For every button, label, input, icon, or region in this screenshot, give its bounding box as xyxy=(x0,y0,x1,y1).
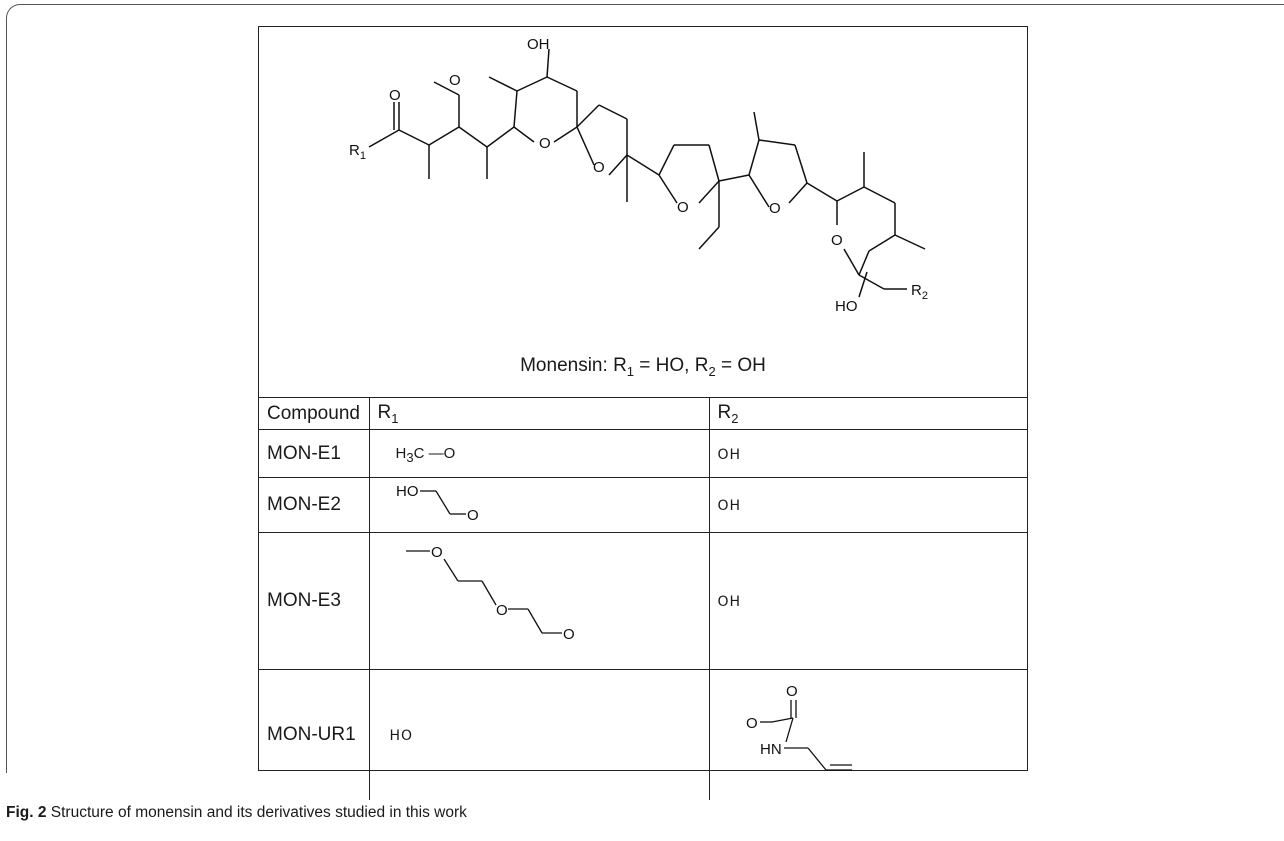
r1-label: R1 xyxy=(349,142,366,162)
r2-label: R2 xyxy=(911,282,928,302)
r1-group: HO xyxy=(368,669,710,800)
table-row: MON-E3 O O O OH xyxy=(259,532,1027,670)
methoxy-o-label: O xyxy=(449,72,461,89)
oh-top-label: OH xyxy=(527,36,550,53)
compound-name: MON-E1 xyxy=(259,429,370,478)
compound-name: MON-E3 xyxy=(259,532,370,670)
ring-o-5-label: O xyxy=(831,232,843,249)
ring-o-2-label: O xyxy=(593,159,605,176)
header-compound: Compound xyxy=(259,397,370,430)
compound-name: MON-UR1 xyxy=(259,669,370,800)
monensin-structure: OH O O O O O O O HO R1 R2 xyxy=(349,36,928,315)
ring-o-1-label: O xyxy=(539,135,551,152)
table-row: MON-E1 H3C —O OH xyxy=(259,429,1027,478)
ho-bottom-label: HO xyxy=(835,298,858,315)
figure-caption: Fig. 2 Structure of monensin and its der… xyxy=(6,804,467,822)
monensin-caption: Monensin: R1 = HO, R2 = OH xyxy=(520,355,766,379)
figure-caption-text: Structure of monensin and its derivative… xyxy=(46,804,467,821)
table-header-row: Compound R1 R2 xyxy=(259,397,1027,430)
header-r2: R2 xyxy=(708,397,1027,430)
r2-group: O O HN xyxy=(708,669,1027,800)
svg-text:O: O xyxy=(467,507,479,524)
r1-group: HO O xyxy=(368,477,710,533)
svg-text:O: O xyxy=(786,683,798,700)
header-r1: R1 xyxy=(368,397,710,430)
ketone-o-label: O xyxy=(389,87,401,104)
r1-ethoxy-structure: HO O xyxy=(396,483,479,524)
svg-text:O: O xyxy=(496,602,508,619)
compound-name: MON-E2 xyxy=(259,477,370,533)
r2-group: OH xyxy=(708,429,1027,478)
derivatives-table: Compound R1 R2 MON-E1 H3C —O OH MON-E2 H… xyxy=(259,397,1027,800)
svg-text:O: O xyxy=(431,544,443,561)
ring-o-3-label: O xyxy=(677,199,689,216)
r1-group: H3C —O xyxy=(368,429,710,478)
r1-peg-structure: O O O xyxy=(405,544,575,643)
figure-panel: OH O O O O O O O HO R1 R2 Monensin: R1 =… xyxy=(258,26,1028,800)
r1-group: O O O xyxy=(368,532,710,670)
svg-text:O: O xyxy=(563,626,575,643)
svg-text:HN: HN xyxy=(760,741,782,758)
figure-label: Fig. 2 xyxy=(6,804,47,821)
r2-carbamate-structure: O O HN xyxy=(746,683,852,771)
r2-group: OH xyxy=(708,477,1027,533)
r2-group: OH xyxy=(708,532,1027,670)
table-row: MON-E2 HO O OH xyxy=(259,477,1027,533)
ring-o-4-label: O xyxy=(769,200,781,217)
figure-frame xyxy=(6,4,1284,773)
svg-text:HO: HO xyxy=(396,483,419,500)
svg-text:O: O xyxy=(746,715,758,732)
table-row: MON-UR1 HO O O HN xyxy=(259,669,1027,800)
